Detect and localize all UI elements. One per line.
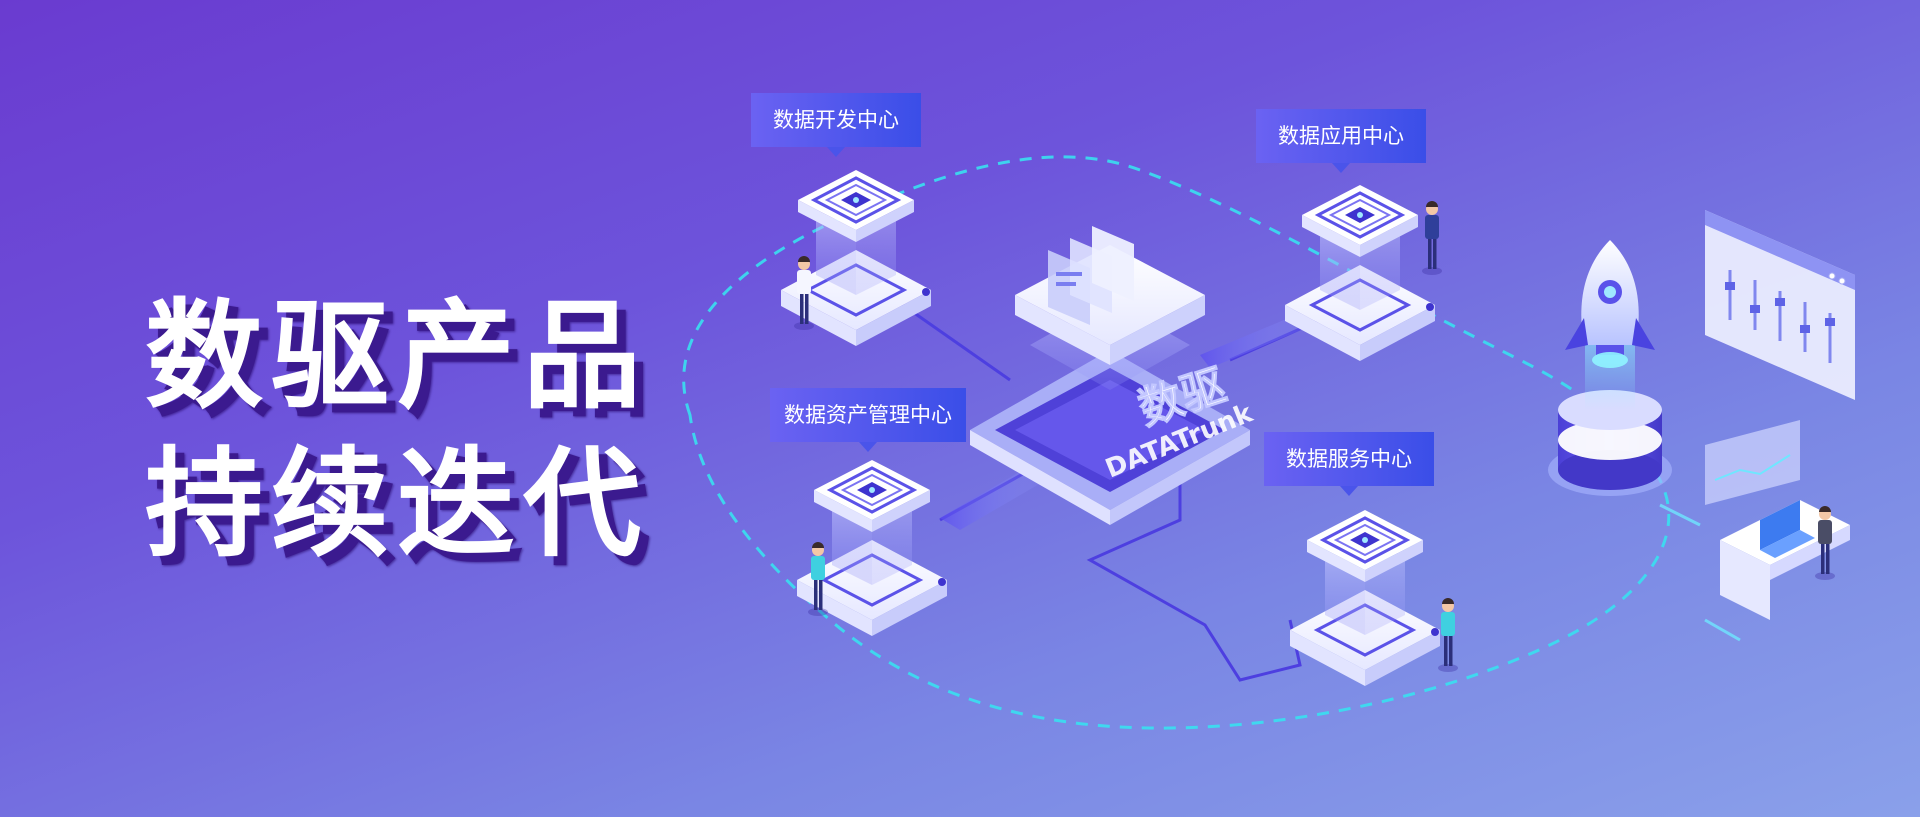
callout-data-asset-management-center: 数据资产管理中心 — [770, 388, 966, 452]
person-icon — [1422, 201, 1442, 275]
chip-icon — [810, 176, 902, 224]
person-icon — [1438, 598, 1458, 672]
server-node-data-development — [781, 170, 931, 346]
person-icon — [794, 256, 814, 330]
hero-title: 数驱产品 持续迭代 — [145, 282, 649, 578]
chip-icon — [826, 466, 918, 514]
hero-title-line-2: 持续迭代 — [145, 435, 650, 573]
callout-data-development-center: 数据开发中心 — [751, 93, 921, 157]
server-node-data-service — [1290, 510, 1440, 686]
dashboard-panel-icon — [1705, 210, 1855, 400]
chart-card-icon — [1705, 420, 1800, 505]
chip-icon — [1314, 191, 1406, 239]
laptop-icon — [1760, 500, 1815, 558]
server-node-data-asset-management — [797, 460, 947, 636]
central-platform — [970, 226, 1250, 525]
person-icon — [1815, 506, 1835, 580]
server-node-data-application — [1285, 185, 1435, 361]
circuit-line — [899, 301, 1011, 382]
light-streak — [1659, 503, 1701, 527]
chip-icon — [1319, 516, 1411, 564]
person-icon — [808, 542, 828, 616]
callout-data-service-center: 数据服务中心 — [1264, 432, 1434, 496]
rocket-icon — [1548, 240, 1672, 496]
light-streak — [1704, 618, 1741, 642]
callout-data-application-center: 数据应用中心 — [1256, 109, 1426, 173]
hero-title-line-1: 数驱产品 — [145, 287, 650, 425]
circuit-line — [1086, 478, 1302, 682]
